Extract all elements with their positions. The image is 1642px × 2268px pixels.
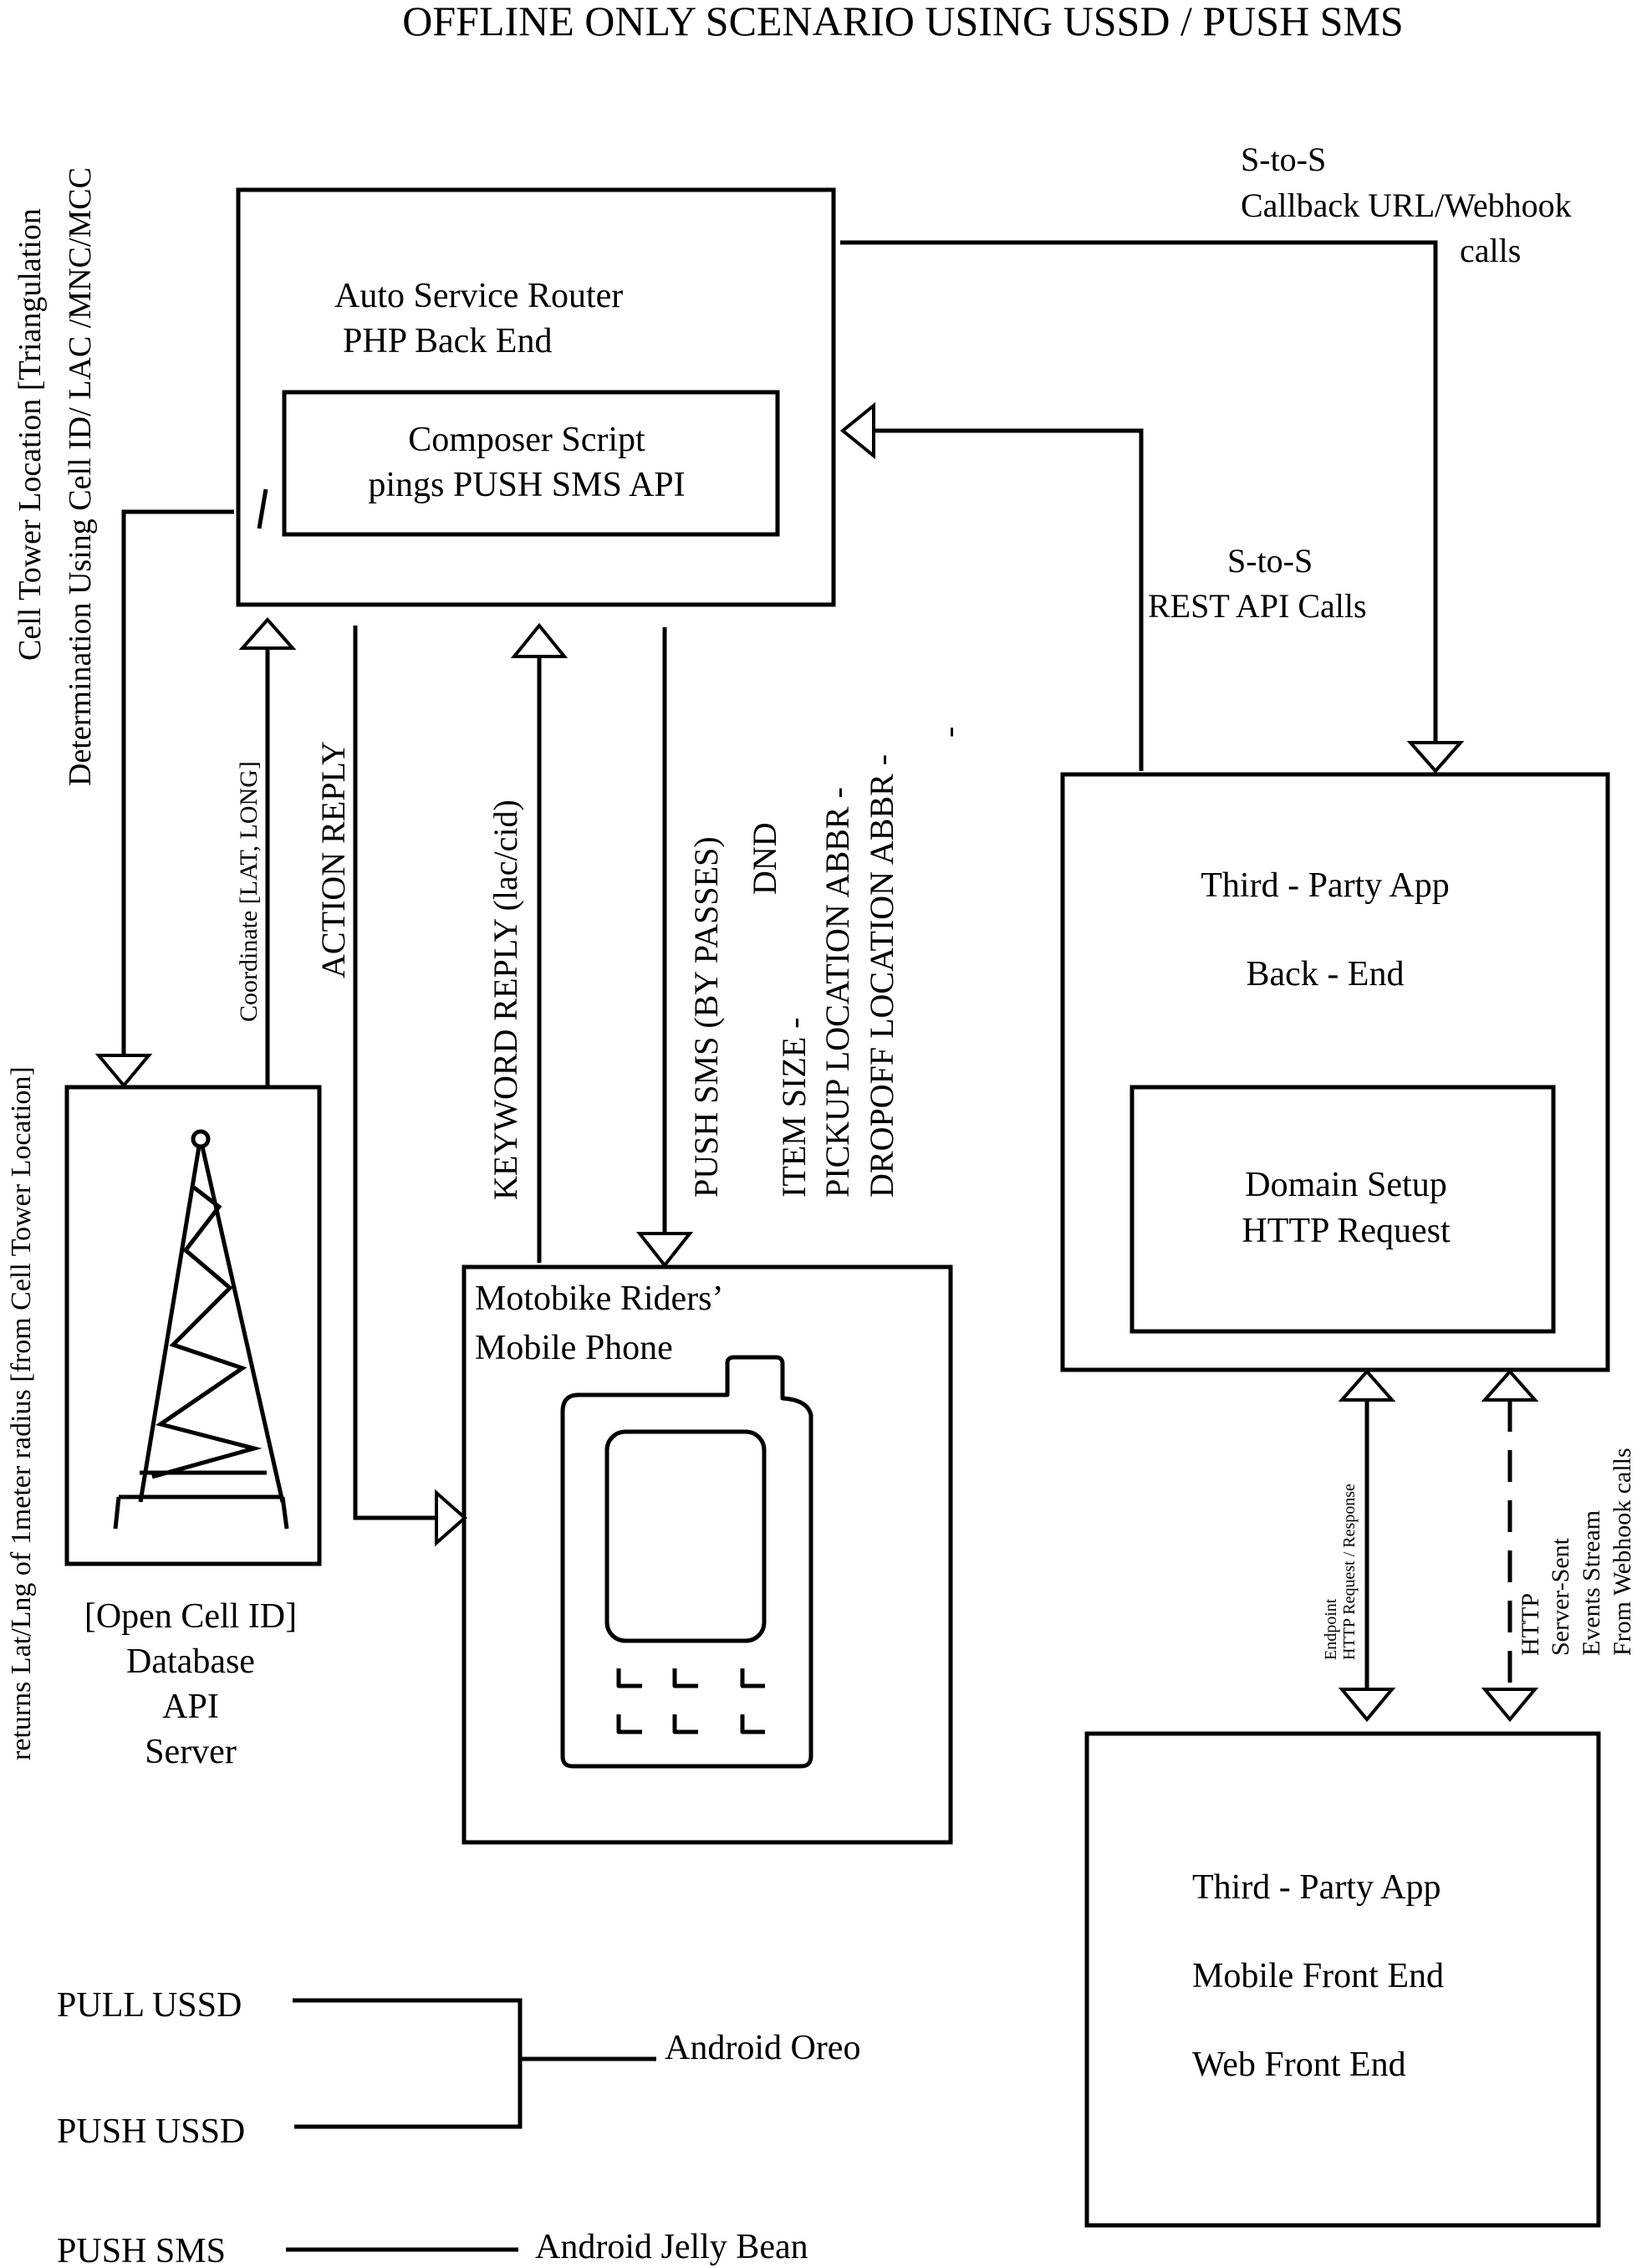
opencell-line4: Server <box>145 1733 237 1771</box>
endpoint-label-line2: HTTP Request / Response <box>1340 1484 1359 1660</box>
composer-script-line2: pings PUSH SMS API <box>368 466 685 504</box>
up-arrow-icon <box>1481 1368 1539 1402</box>
router-box: Auto Service Router PHP Back End Compose… <box>236 187 836 607</box>
returns-latlng-label: returns Lat/Lng of 1meter radius [from C… <box>6 1066 37 1760</box>
coordinate-arrow <box>238 616 297 1085</box>
down-arrow-icon <box>1338 1688 1396 1723</box>
router-to-opencell-arrow <box>94 509 234 1089</box>
phone-box: Motobike Riders’ Mobile Phone <box>461 1264 953 1845</box>
legend-push-sms: PUSH SMS <box>57 2232 226 2268</box>
callback-line <box>840 240 1438 743</box>
up-arrow-icon <box>1338 1368 1396 1402</box>
push-sms-label-line5: DROPOFF LOCATION ABBR - <box>863 754 900 1198</box>
router-to-opencell-line <box>121 509 234 1055</box>
rest-api-line <box>874 428 1144 771</box>
legend-push-ussd: PUSH USSD <box>57 2112 245 2151</box>
callback-label-line3: calls <box>1460 232 1521 269</box>
legend: PULL USSD PUSH USSD Android Oreo PUSH SM… <box>57 1986 860 2268</box>
sse-label-line2: Server-Sent <box>1547 1537 1574 1656</box>
sse-label-line3: Events Stream <box>1578 1510 1605 1656</box>
down-arrow-icon <box>94 1054 153 1089</box>
push-sms-label-line6: - <box>930 727 967 738</box>
sse-label-line1: HTTP <box>1517 1593 1544 1656</box>
rest-api-label-line2: REST API Calls <box>1148 587 1367 625</box>
rest-api-label-line1: S-to-S <box>1227 542 1313 580</box>
cell-tower-label-line1: Cell Tower Location [Triangulation <box>13 208 48 661</box>
phone-box-frame <box>461 1264 953 1845</box>
backend-box-frame <box>1060 772 1610 1372</box>
frontend-web: Web Front End <box>1192 2046 1406 2084</box>
callback-label-line2: Callback URL/Webhook <box>1241 186 1572 224</box>
router-tick-mark <box>257 488 268 529</box>
action-reply-line <box>353 626 436 1520</box>
legend-bracket-line <box>293 1998 523 2129</box>
phone-box-line2: Mobile Phone <box>475 1329 673 1367</box>
rest-api-arrow <box>839 401 1144 771</box>
push-sms-label-line2: DND <box>746 822 783 895</box>
legend-android-oreo: Android Oreo <box>665 2029 860 2067</box>
action-reply-arrow <box>353 626 468 1547</box>
opencell-line2: Database <box>126 1642 255 1681</box>
callback-arrow <box>840 240 1465 774</box>
down-arrow-icon <box>1481 1688 1539 1723</box>
push-sms-label-line4: PICKUP LOCATION ABBR - <box>818 787 856 1198</box>
endpoint-label-line1: Endpoint <box>1322 1598 1340 1660</box>
down-arrow-icon <box>635 1232 694 1269</box>
action-reply-label: ACTION REPLY <box>314 741 352 978</box>
legend-pull-ussd: PULL USSD <box>57 1986 242 2025</box>
legend-android-jelly-bean: Android Jelly Bean <box>535 2228 808 2266</box>
up-arrow-icon <box>510 622 569 658</box>
push-sms-arrow <box>635 627 694 1269</box>
router-subtitle: PHP Back End <box>343 322 552 360</box>
down-arrow-icon <box>1406 741 1465 774</box>
diagram-title: OFFLINE ONLY SCENARIO USING USSD / PUSH … <box>402 0 1404 44</box>
coordinate-label: Coordinate [LAT, LONG] <box>235 761 263 1022</box>
cell-tower-icon <box>113 1129 289 1530</box>
opencell-box-frame <box>64 1085 322 1566</box>
backend-subtitle: Back - End <box>1247 955 1405 994</box>
domain-setup-line2: HTTP Request <box>1242 1212 1451 1250</box>
right-arrow-icon <box>435 1489 468 1547</box>
keyword-reply-arrow <box>510 622 569 1263</box>
frontend-box: Third - Party App Mobile Front End Web F… <box>1084 1731 1601 2228</box>
router-title: Auto Service Router <box>334 277 623 315</box>
phone-box-line1: Motobike Riders’ <box>475 1280 723 1318</box>
callback-label-line1: S-to-S <box>1241 140 1326 178</box>
opencell-line1: [Open Cell ID] <box>84 1597 297 1636</box>
mobile-phone-icon <box>560 1355 813 1769</box>
composer-script-line1: Composer Script <box>408 421 645 459</box>
sse-label-line4: From Webhook calls <box>1609 1448 1636 1656</box>
composer-script-box <box>282 390 780 537</box>
domain-setup-line1: Domain Setup <box>1245 1166 1446 1204</box>
keyword-reply-label: KEYWORD REPLY (lac/cid) <box>487 799 524 1200</box>
frontend-box-frame <box>1084 1731 1601 2228</box>
router-box-frame <box>236 187 836 607</box>
frontend-mobile: Mobile Front End <box>1192 1957 1444 1995</box>
opencell-box: [Open Cell ID] Database API Server <box>64 1085 322 1771</box>
sse-double-arrow <box>1481 1368 1539 1723</box>
endpoint-double-arrow <box>1338 1368 1396 1723</box>
push-sms-label-line1: PUSH SMS (BY PASSES) <box>687 836 725 1198</box>
backend-title: Third - Party App <box>1201 866 1449 905</box>
push-sms-label-line3: ITEM SIZE - <box>775 1017 813 1198</box>
left-arrow-icon <box>839 401 875 460</box>
domain-setup-box <box>1130 1085 1556 1334</box>
cell-tower-label-line2: Determination Using Cell ID/ LAC /MNC/MC… <box>63 167 98 786</box>
up-arrow-icon <box>238 616 297 650</box>
opencell-line3: API <box>162 1688 219 1726</box>
backend-box: Third - Party App Back - End Domain Setu… <box>1060 772 1610 1372</box>
frontend-title: Third - Party App <box>1192 1868 1441 1907</box>
